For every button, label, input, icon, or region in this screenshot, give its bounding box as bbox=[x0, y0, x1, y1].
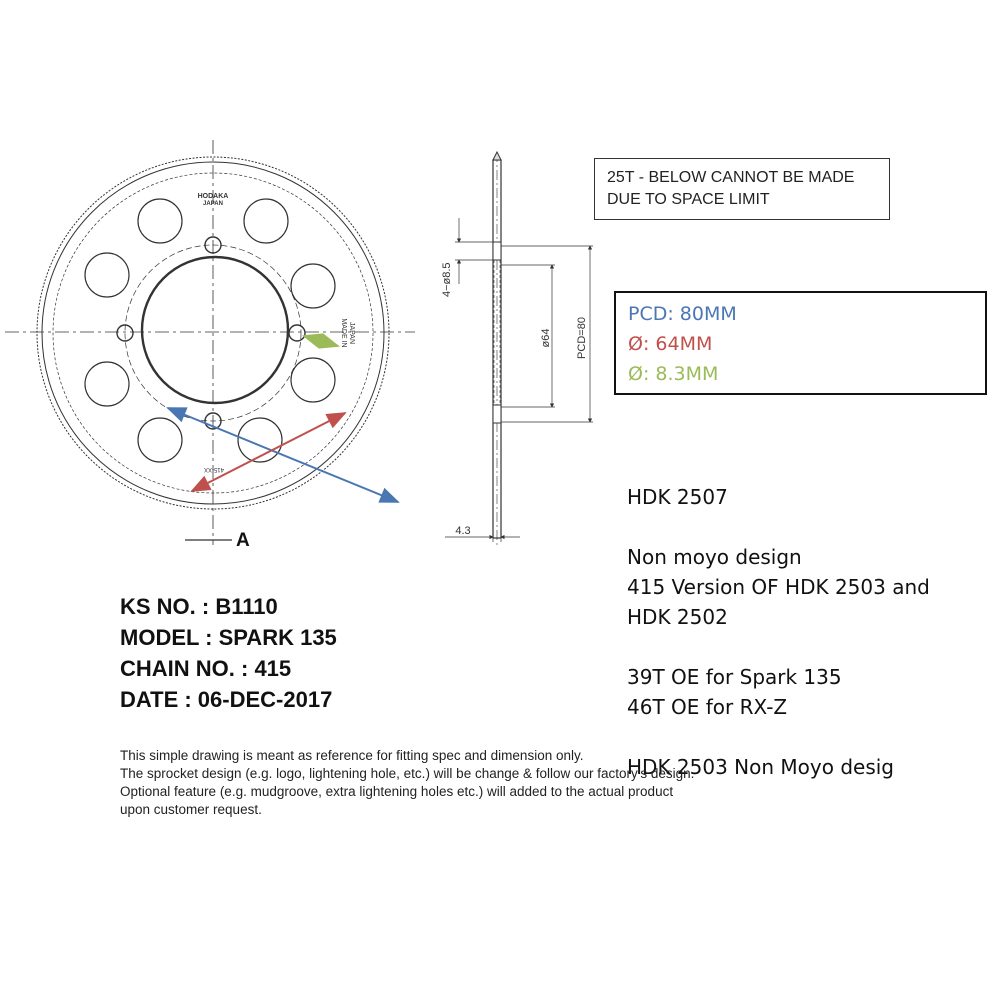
logo-text: HODAKA bbox=[198, 193, 229, 200]
bore-dimension-text: ø64 bbox=[540, 329, 552, 348]
ks-info-block: KS NO. : B1110 MODEL : SPARK 135 CHAIN N… bbox=[120, 591, 337, 715]
disclaimer-line: The sprocket design (e.g. logo, lighteni… bbox=[120, 766, 695, 781]
version-note-continued: HDK 2502 bbox=[627, 605, 728, 629]
ks-number: KS NO. : B1110 bbox=[120, 594, 278, 619]
sprocket-side-view bbox=[445, 150, 593, 545]
spec-box: PCD: 80MM Ø: 64MM Ø: 8.3MM bbox=[614, 291, 987, 395]
made-in-text: MADE IN bbox=[340, 318, 347, 347]
tooth-root-ring bbox=[41, 161, 385, 505]
thickness-dimension-text: 4.3 bbox=[455, 525, 470, 537]
holes-dimension-text: 4−ø8.5 bbox=[441, 262, 453, 297]
lightening-hole bbox=[290, 263, 336, 309]
bore-arrow bbox=[190, 412, 347, 492]
disclaimer-line: This simple drawing is meant as referenc… bbox=[120, 748, 584, 763]
made-in-country-text: JAPAN bbox=[348, 322, 355, 344]
note-line-2: DUE TO SPACE LIMIT bbox=[607, 191, 770, 208]
lightening-holes bbox=[84, 198, 336, 463]
lightening-hole bbox=[137, 417, 183, 463]
disclaimer-line: Optional feature (e.g. mudgroove, extra … bbox=[120, 784, 674, 799]
version-note: 415 Version OF HDK 2503 and bbox=[627, 575, 930, 599]
side-notes: HDK 2507 Non moyo design 415 Version OF … bbox=[627, 482, 1000, 782]
bolt-hole-section bbox=[492, 404, 502, 424]
bolt-hole bbox=[116, 324, 134, 342]
disclaimer-line: upon customer request. bbox=[120, 802, 262, 817]
spec-hole: Ø: 8.3MM bbox=[628, 363, 719, 385]
tooth-outer-ring bbox=[36, 156, 390, 510]
bolt-hole-section bbox=[492, 241, 502, 261]
note-line-1: 25T - BELOW CANNOT BE MADE bbox=[607, 169, 855, 186]
space-limit-note: 25T - BELOW CANNOT BE MADE DUE TO SPACE … bbox=[594, 158, 890, 220]
lightening-hole bbox=[243, 198, 289, 244]
center-bore bbox=[140, 255, 290, 405]
oe-note-1: 39T OE for Spark 135 bbox=[627, 665, 842, 689]
spec-pcd: PCD: 80MM bbox=[628, 303, 737, 325]
date: DATE : 06-DEC-2017 bbox=[120, 687, 333, 712]
bolt-hole bbox=[204, 236, 222, 254]
section-marker-label: A bbox=[236, 530, 250, 551]
logo-subtext: JAPAN bbox=[203, 201, 223, 207]
hole-arrow bbox=[302, 333, 340, 349]
pcd-arrow bbox=[166, 407, 400, 503]
bolt-hole bbox=[288, 324, 306, 342]
lightening-hole bbox=[84, 252, 130, 298]
spec-bore: Ø: 64MM bbox=[628, 333, 713, 355]
lightening-hole bbox=[137, 198, 183, 244]
pcd-dimension-text: PCD=80 bbox=[576, 317, 588, 359]
part-stamp-text: 415-XX bbox=[204, 466, 224, 472]
part-code: HDK 2507 bbox=[627, 485, 728, 509]
oe-note-2: 46T OE for RX-Z bbox=[627, 695, 788, 719]
chain-number: CHAIN NO. : 415 bbox=[120, 656, 292, 681]
lightening-hole bbox=[84, 361, 130, 407]
model: MODEL : SPARK 135 bbox=[120, 625, 337, 650]
bolt-holes bbox=[116, 236, 306, 430]
disclaimer: This simple drawing is meant as referenc… bbox=[120, 747, 694, 819]
lightening-hole bbox=[290, 357, 336, 403]
non-moyo-note: HDK 2503 Non Moyo desig bbox=[627, 755, 894, 779]
design-note: Non moyo design bbox=[627, 545, 802, 569]
